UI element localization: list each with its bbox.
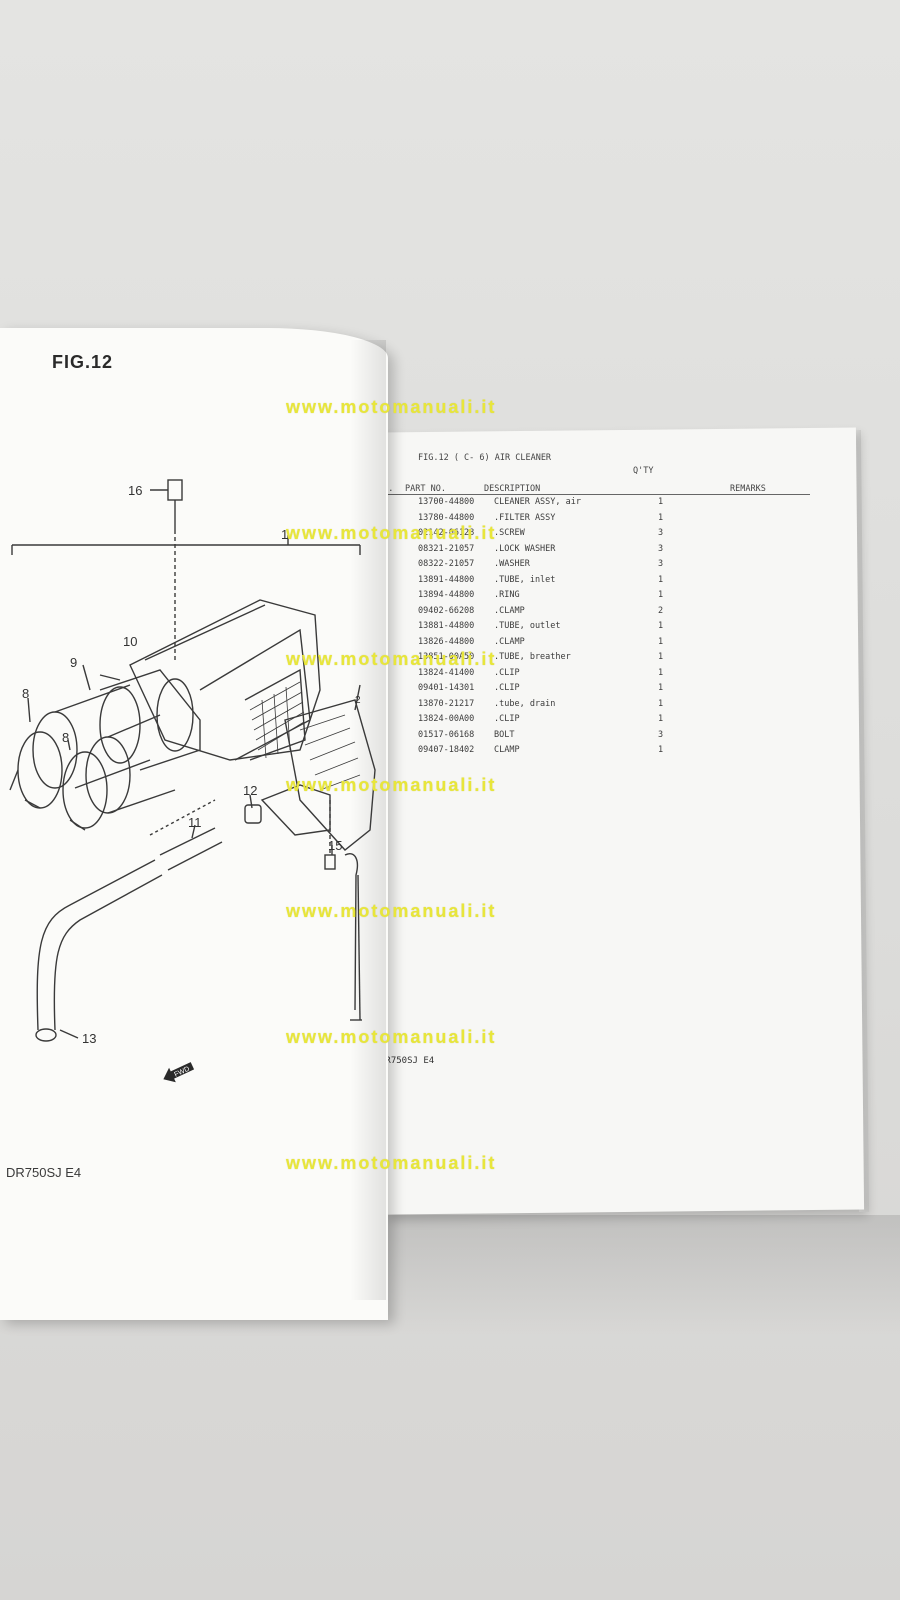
watermark: www.motomanuali.it xyxy=(286,1153,497,1173)
watermark: www.motomanuali.it xyxy=(286,1027,497,1047)
callout-13: 13 xyxy=(82,1031,97,1046)
qty-header: Q'TY xyxy=(633,466,654,476)
fwd-label: FWD xyxy=(173,1066,190,1079)
left-page-footer: DR750SJ E4 xyxy=(6,1165,82,1180)
callout-8a: 8 xyxy=(22,686,30,701)
right-page-footer: DR750SJ E4 xyxy=(380,1056,435,1066)
watermark: www.motomanuali.it xyxy=(286,397,497,417)
left-page xyxy=(0,328,388,1320)
description-header: DESCRIPTION xyxy=(484,484,541,494)
fwd-arrow-icon: FWD xyxy=(163,1062,195,1083)
header-rule xyxy=(378,494,810,495)
callout-8b: 8 xyxy=(62,730,70,745)
watermark: www.motomanuali.it xyxy=(286,523,497,543)
watermark: www.motomanuali.it xyxy=(286,901,497,921)
watermark: www.motomanuali.it xyxy=(286,649,497,669)
book-gutter xyxy=(350,340,386,1300)
callout-11: 11 xyxy=(188,815,202,830)
callout-2: 2 xyxy=(355,695,361,706)
parts-list-title: FIG.12 ( C- 6) AIR CLEANER xyxy=(418,453,552,463)
callout-1: 1 xyxy=(281,527,289,542)
watermark: www.motomanuali.it xyxy=(286,775,497,795)
callout-16: 16 xyxy=(128,483,143,498)
part-no-header: PART NO. xyxy=(405,484,446,494)
callout-15: 15 xyxy=(328,838,343,853)
figure-title: FIG.12 xyxy=(52,352,114,372)
air-cleaner-exploded-drawing: FWD xyxy=(9,479,376,1083)
callout-9: 9 xyxy=(70,655,78,670)
remarks-header: REMARKS xyxy=(730,484,766,494)
callout-12: 12 xyxy=(243,783,258,798)
callout-10: 10 xyxy=(123,634,138,649)
